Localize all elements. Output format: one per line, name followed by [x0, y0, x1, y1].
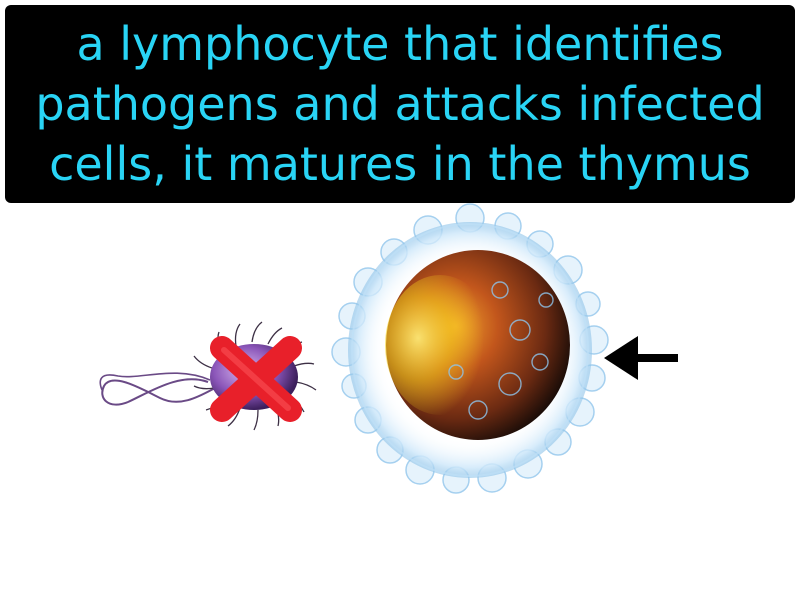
definition-line-3: cells, it matures in the thymus — [49, 137, 751, 191]
t-cell-icon — [331, 203, 609, 494]
red-x-icon — [210, 336, 302, 422]
definition-line-2: pathogens and attacks infected — [35, 77, 765, 131]
definition-line-1: a lymphocyte that identifies — [76, 17, 724, 71]
left-arrow-icon — [604, 336, 678, 380]
definition-box: a lymphocyte that identifies pathogens a… — [5, 5, 795, 203]
